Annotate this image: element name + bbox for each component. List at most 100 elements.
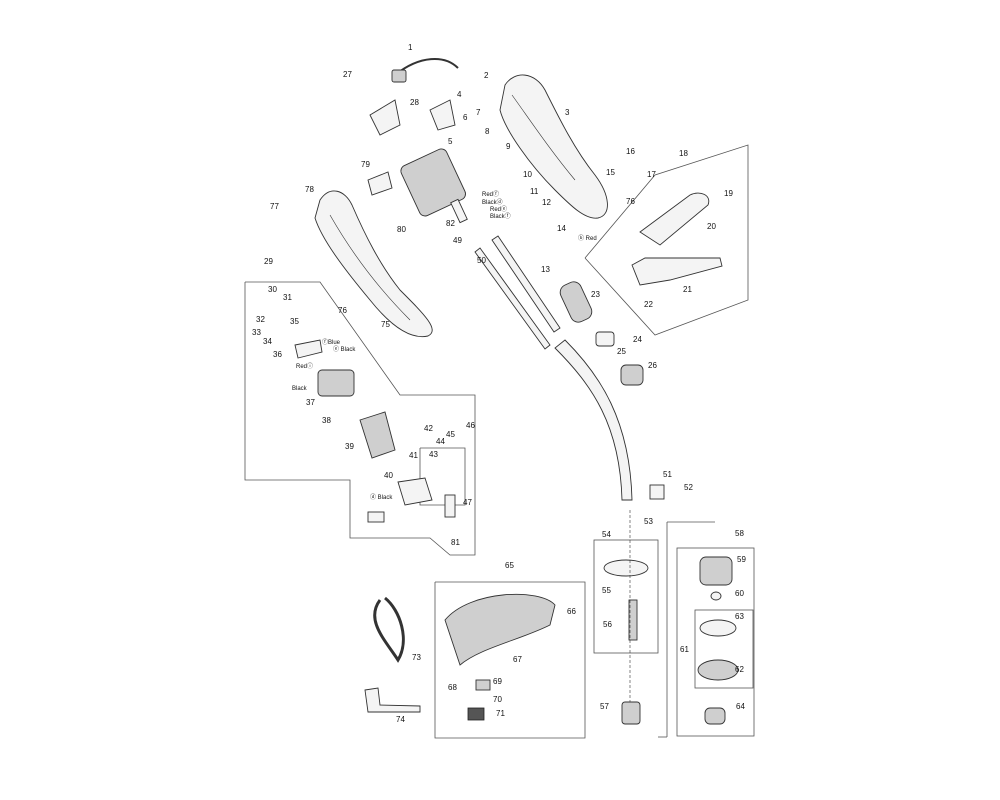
- callout-label: 76: [338, 306, 347, 315]
- callout-label: 10: [523, 170, 532, 179]
- gear-housing-part-41: [397, 477, 433, 506]
- tube-part-50: [491, 235, 561, 333]
- tube-part-49: [474, 247, 551, 350]
- strap-part-73: [373, 596, 405, 663]
- callout-label: 77: [270, 202, 279, 211]
- group-frame-61: [694, 609, 754, 689]
- callout-label: 9: [506, 142, 511, 151]
- callout-label: 47: [463, 498, 472, 507]
- group-frame-58: [676, 547, 755, 737]
- callout-label: 18: [679, 149, 688, 158]
- wire-labels: Redⓕ Blackⓓ Redⓔ Blackⓕ ⓑ Red ⓕBlue ⓔ Bl…: [292, 190, 597, 501]
- callout-label: 45: [446, 430, 455, 439]
- part-28: [369, 99, 401, 136]
- callout-label: 60: [735, 589, 744, 598]
- callout-label: 81: [451, 538, 460, 547]
- callout-label: 58: [735, 529, 744, 538]
- line-part-63: [699, 619, 737, 637]
- callout-label: 14: [557, 224, 566, 233]
- callout-label: 6: [463, 113, 468, 122]
- wire-label: Black: [292, 386, 308, 392]
- callout-label: 17: [647, 170, 656, 179]
- motor-shaft: [450, 198, 468, 224]
- callout-label: 57: [600, 702, 609, 711]
- callout-label: 16: [626, 147, 635, 156]
- callout-label: 66: [567, 607, 576, 616]
- callout-label: 24: [633, 335, 642, 344]
- callout-label: 38: [322, 416, 331, 425]
- callout-label: 80: [397, 225, 406, 234]
- callout-label: 74: [396, 715, 405, 724]
- housing-left-detail: [329, 214, 411, 321]
- callout-label: 73: [412, 653, 421, 662]
- motor-assembly: [400, 148, 466, 217]
- callout-label: 55: [602, 586, 611, 595]
- callout-label: 35: [290, 317, 299, 326]
- callout-label: 1: [408, 43, 413, 52]
- group-frame-18: [584, 144, 749, 336]
- callout-label: 53: [644, 517, 653, 526]
- knob-part-64: [704, 707, 726, 725]
- cord-plug: [391, 69, 407, 83]
- brush-holder: [367, 511, 385, 523]
- callout-label: 4: [457, 90, 462, 99]
- housing-right-detail: [511, 94, 576, 181]
- cap-part-57: [621, 701, 641, 725]
- washer-part-55: [603, 559, 649, 577]
- armature-part-39: [359, 411, 396, 459]
- housing-right: [499, 74, 608, 219]
- spindle-part-47: [444, 494, 456, 518]
- callout-label: 70: [493, 695, 502, 704]
- callout-label: 39: [345, 442, 354, 451]
- wire-label: Redⓕ: [482, 190, 499, 198]
- callout-labels: 1 2 3 4 5 6 7 8 9 10 11 12 13 14 15 16 1…: [252, 43, 746, 724]
- field-coil-part-37: [317, 369, 355, 397]
- wire-label: ⓔ Black: [333, 345, 356, 353]
- callout-label: 75: [381, 320, 390, 329]
- callout-label: 31: [283, 293, 292, 302]
- part-71: [467, 707, 485, 721]
- callout-label: 29: [264, 257, 273, 266]
- callout-label: 46: [466, 421, 475, 430]
- callout-label: 63: [735, 612, 744, 621]
- callout-label: 68: [448, 683, 457, 692]
- callout-label: 79: [361, 160, 370, 169]
- collar-part-26: [620, 364, 644, 386]
- callout-label: 15: [606, 168, 615, 177]
- callout-label: 65: [505, 561, 514, 570]
- bracket-part-36: [294, 339, 323, 359]
- spool-part-62: [697, 659, 739, 681]
- part-79: [367, 171, 393, 196]
- callout-label: 42: [424, 424, 433, 433]
- callout-label: 34: [263, 337, 272, 346]
- guard-part-67: [444, 593, 556, 666]
- callout-label: 61: [680, 645, 689, 654]
- wire-label: Blackⓕ: [490, 212, 511, 220]
- callout-label: 2: [484, 71, 489, 80]
- group-frame-29: [244, 281, 476, 556]
- aux-handle-part-20: [639, 192, 710, 246]
- callout-label: 33: [252, 328, 261, 337]
- spindle-part-56: [628, 599, 638, 641]
- callout-label: 71: [496, 709, 505, 718]
- part-4: [429, 99, 456, 131]
- callout-label: 40: [384, 471, 393, 480]
- callout-label: 20: [707, 222, 716, 231]
- callout-label: 8: [485, 127, 490, 136]
- clamp-part-51: [649, 484, 665, 500]
- callout-label: 25: [617, 347, 626, 356]
- callout-label: 23: [591, 290, 600, 299]
- callout-label: 7: [476, 108, 481, 117]
- housing-left: [314, 190, 433, 338]
- callout-label: 49: [453, 236, 462, 245]
- wrench-part-74: [364, 687, 421, 713]
- callout-label: 78: [305, 185, 314, 194]
- wire-label: ⓕBlue: [322, 338, 341, 346]
- main-shaft: [554, 339, 633, 501]
- callout-label: 62: [735, 665, 744, 674]
- callout-label: 27: [343, 70, 352, 79]
- callout-label: 11: [530, 187, 539, 196]
- callout-label: 54: [602, 530, 611, 539]
- callout-label: 21: [683, 285, 692, 294]
